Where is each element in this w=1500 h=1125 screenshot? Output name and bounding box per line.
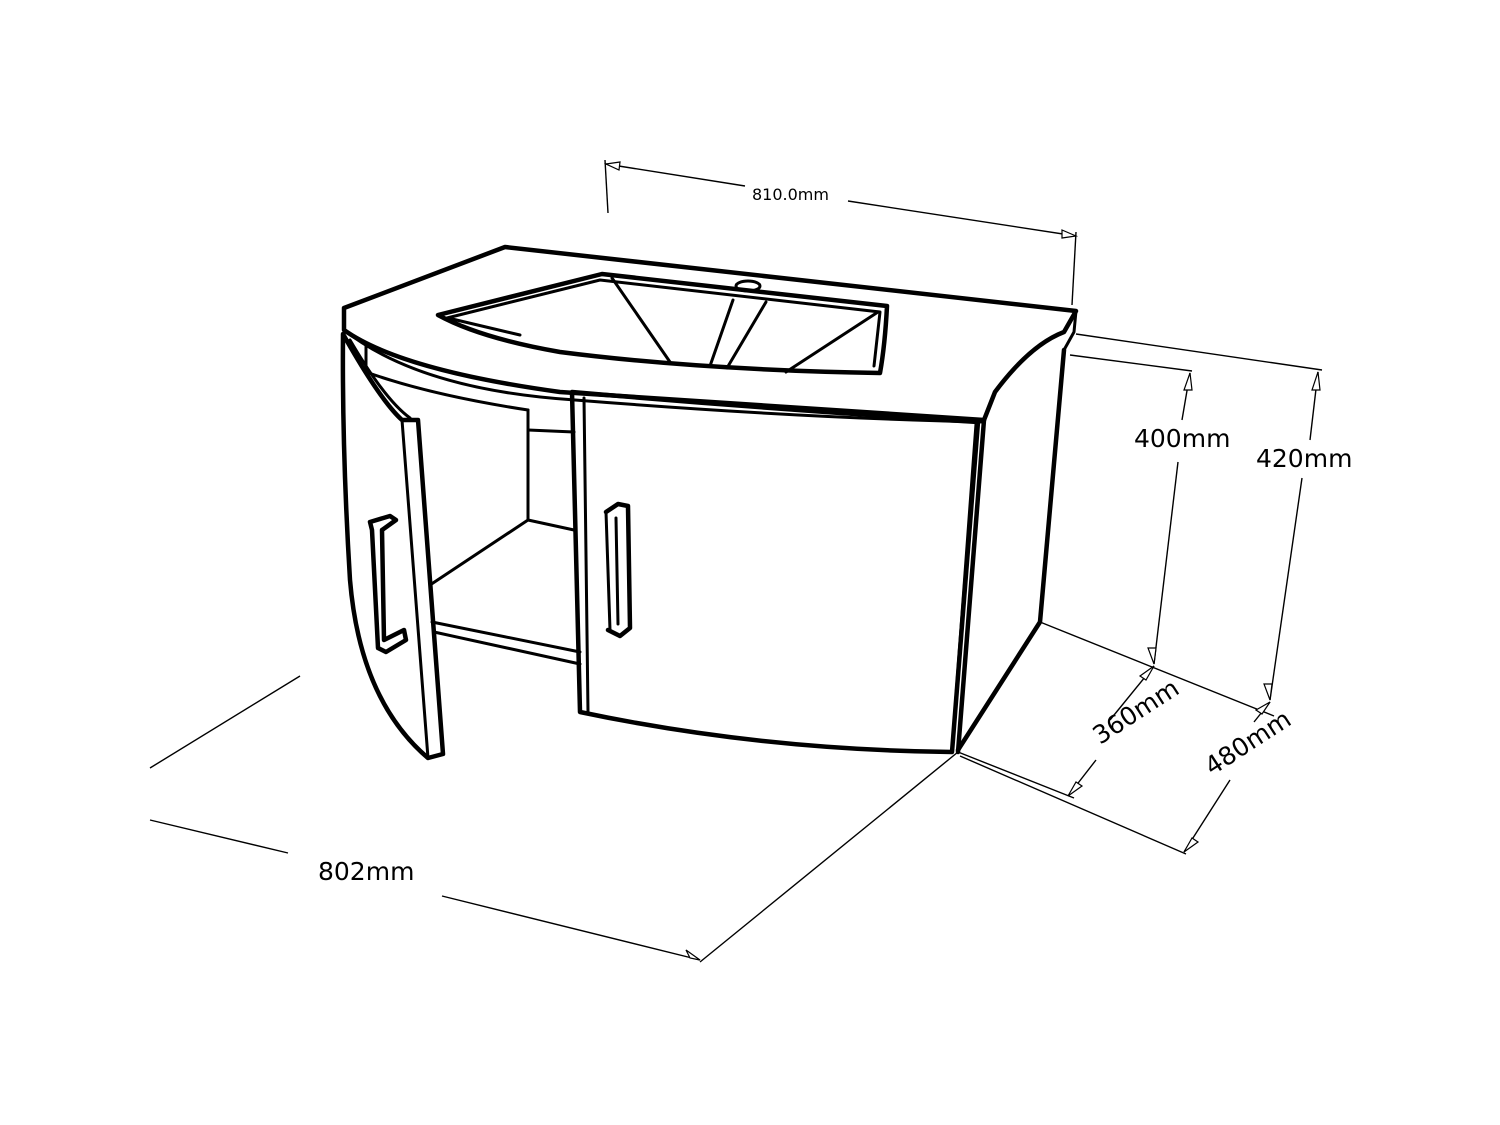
label-front-width: 802mm bbox=[318, 857, 414, 886]
label-cabinet-depth: 360mm bbox=[1087, 673, 1184, 750]
right-door-handle bbox=[603, 501, 633, 639]
dimension-total-depth bbox=[959, 701, 1271, 855]
label-cabinet-height: 400mm bbox=[1134, 424, 1230, 453]
sink-bowl bbox=[435, 271, 890, 376]
arrow-head-icon bbox=[1254, 701, 1271, 715]
arrow-head-icon bbox=[1147, 647, 1157, 665]
label-total-depth: 480mm bbox=[1199, 704, 1296, 781]
dimension-cabinet-depth bbox=[957, 621, 1275, 799]
left-door-handle bbox=[367, 513, 409, 655]
dimension-front-width bbox=[149, 675, 959, 963]
cabinet-body bbox=[364, 343, 1067, 755]
arrow-head-icon bbox=[1183, 837, 1200, 853]
arrow-head-icon bbox=[1138, 665, 1155, 681]
right-door bbox=[569, 389, 981, 755]
arrow-head-icon bbox=[1183, 372, 1193, 391]
left-door bbox=[340, 331, 446, 761]
label-total-height: 420mm bbox=[1256, 444, 1352, 473]
arrow-head-icon bbox=[1311, 371, 1321, 391]
label-top-width: 810.0mm bbox=[752, 185, 829, 204]
arrow-head-icon bbox=[1067, 781, 1084, 797]
arrow-head-icon bbox=[1263, 683, 1273, 701]
dimension-cabinet-height bbox=[1069, 354, 1193, 665]
dimension-top-width bbox=[603, 159, 1079, 306]
dimension-total-height bbox=[1075, 333, 1323, 701]
arrow-head-icon bbox=[685, 949, 701, 961]
tap-hole-icon bbox=[734, 279, 762, 293]
arrow-head-icon bbox=[603, 161, 621, 171]
arrow-head-icon bbox=[1061, 229, 1079, 239]
